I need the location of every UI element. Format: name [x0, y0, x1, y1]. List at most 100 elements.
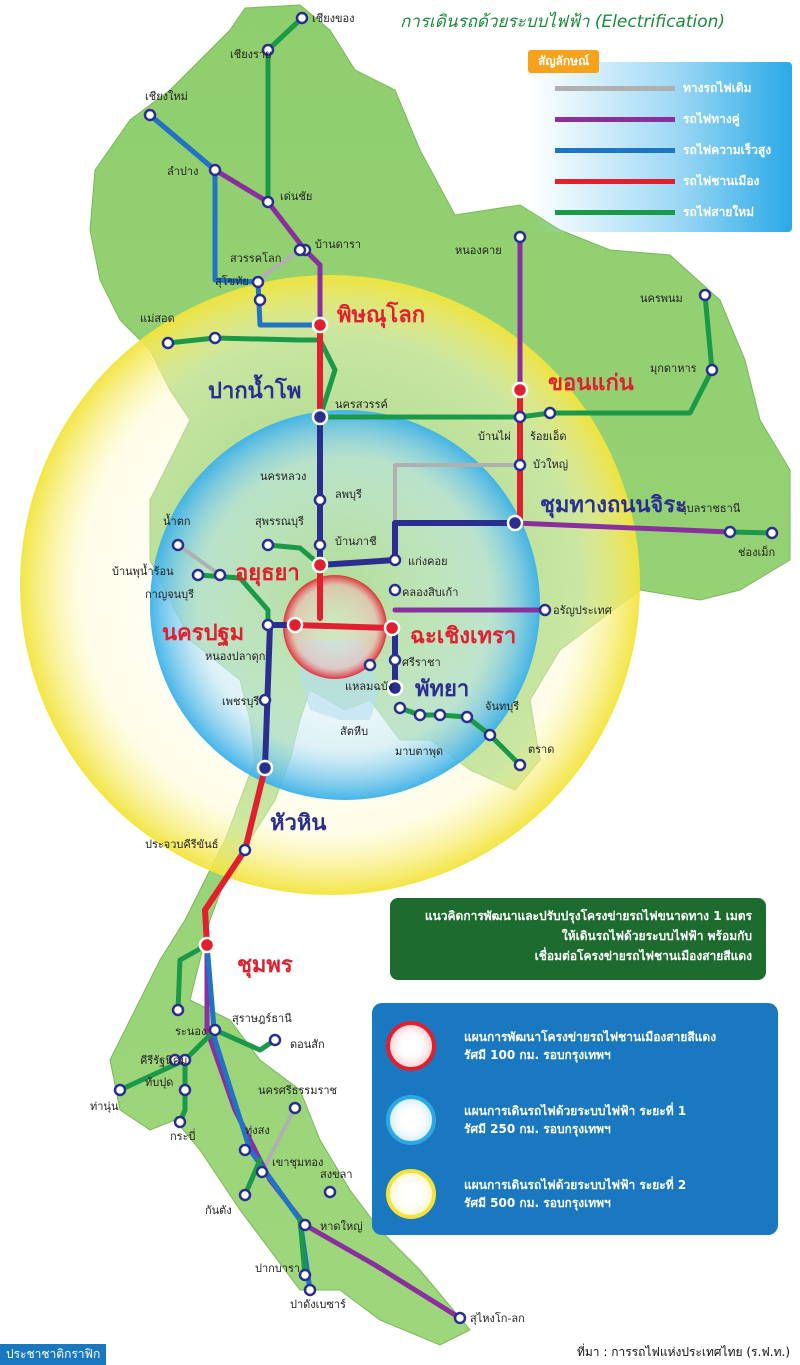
station-label: สุราษฎร์ธานี: [232, 1012, 292, 1025]
station-dot: [453, 1311, 467, 1325]
station-label: เด่นชัย: [280, 190, 312, 203]
station-label: ระนอง: [175, 1025, 206, 1038]
plan-text: แผนการเดินรถไฟด้วยระบบไฟฟ้า ระยะที่ 2 รั…: [464, 1176, 686, 1212]
station-label: ท่านุ่น: [90, 1100, 119, 1113]
station-label: สุพรรณบุรี: [255, 515, 304, 528]
station-dot: [298, 1218, 312, 1232]
credit-source: ที่มา : การรถไฟแห่งประเทศไทย (ร.ฟ.ท.): [576, 1345, 790, 1359]
station-label: อุบลราชธานี: [680, 502, 741, 515]
station-dot: [538, 603, 552, 617]
station-dot: [255, 1165, 269, 1179]
concept-line: แนวคิดการพัฒนาและปรับปรุงโครงข่ายรถไฟขนา…: [424, 909, 752, 923]
concept-box: แนวคิดการพัฒนาและปรับปรุงโครงข่ายรถไฟขนา…: [390, 898, 766, 980]
station-labels: เชียงของเชียงรายเชียงใหม่ลำปางเด่นชัยบ้า…: [90, 12, 775, 1325]
plan-circle-icon: [386, 1021, 436, 1071]
station-dot: [161, 336, 175, 350]
station-label: สวรรคโลก: [230, 251, 281, 265]
station-dot: [311, 408, 329, 426]
station-dot: [286, 616, 304, 634]
plan-circle-icon: [386, 1095, 436, 1145]
station-dot: [298, 1268, 312, 1282]
station-label: สุไหงโก-ลก: [470, 1311, 525, 1325]
station-dot: [513, 230, 527, 244]
station-label: แก่งคอย: [408, 555, 448, 568]
legend-label: รถไฟทางคู่: [683, 111, 740, 126]
plan-circle-icon: [386, 1169, 436, 1219]
station-label: หนองคาย: [455, 244, 502, 257]
station-dot: [208, 331, 222, 345]
station-dot: [113, 1083, 127, 1097]
plans-panel: แผนการพัฒนาโครงข่ายรถไฟชานเมืองสายสีแดง …: [372, 1003, 778, 1235]
plan-title: แผนการพัฒนาโครงข่ายรถไฟชานเมืองสายสีแดง: [464, 1030, 717, 1044]
line-suburban: [292, 622, 395, 631]
station-label: ดอนสัก: [290, 1038, 325, 1051]
station-dot: [311, 556, 329, 574]
station-label: ทุ่งสง: [245, 1124, 270, 1137]
station-dot: [295, 11, 309, 25]
legend-item-new-line: รถไฟสายใหม่: [555, 205, 754, 219]
station-label: ร้อยเอ็ด: [530, 429, 566, 443]
station-label: ศรีราชา: [402, 656, 441, 669]
station-label: นครพนม: [640, 292, 683, 305]
station-label: มุกดาหาร: [650, 362, 697, 375]
legend-swatch: [555, 147, 675, 153]
station-label: ทับปุด: [145, 1076, 173, 1089]
station-label: เชียงใหม่: [145, 90, 188, 103]
station-label: ตราด: [528, 743, 554, 756]
station-dot: [386, 679, 404, 697]
station-dot: [293, 243, 307, 257]
line-existing: [176, 543, 222, 577]
station-label: ฉะเชิงเทรา: [410, 624, 516, 649]
line-new: [727, 529, 775, 536]
plan-radius: รัศมี 100 กม. รอบกรุงเทพฯ: [464, 1048, 611, 1062]
station-dot: [238, 1188, 252, 1202]
station-dots: [113, 11, 779, 1325]
station-label: นครสวรรค์: [335, 398, 388, 411]
station-dot: [723, 525, 737, 539]
station-dot: [253, 293, 267, 307]
station-label: บ้านดารา: [315, 238, 361, 251]
station-label: นครปฐม: [162, 621, 244, 647]
station-dot: [393, 701, 407, 715]
line-double-track: [512, 520, 733, 535]
station-label: นครหลวง: [260, 470, 306, 483]
station-dot: [238, 843, 252, 857]
station-dot: [171, 538, 185, 552]
plan-red-line: แผนการพัฒนาโครงข่ายรถไฟชานเมืองสายสีแดง …: [386, 1013, 766, 1079]
station-label: อรัญประเทศ: [553, 604, 612, 617]
station-dot: [513, 410, 527, 424]
station-dot: [765, 526, 779, 540]
station-dot: [198, 936, 216, 954]
station-label: ปาดังเบซาร์: [290, 1298, 346, 1311]
station-label: น้ำตก: [163, 513, 191, 528]
legend-label: รถไฟชานเมือง: [683, 173, 760, 188]
station-dot: [383, 619, 401, 637]
station-label: เชียงของ: [312, 12, 355, 25]
plan-radius: รัศมี 250 กม. รอบกรุงเทพฯ: [464, 1122, 611, 1136]
station-label: เชียงราย: [230, 48, 272, 61]
station-dot: [413, 708, 427, 722]
station-label: ปากบารา: [255, 1262, 300, 1275]
station-label: เขาชุมทอง: [272, 1156, 323, 1169]
station-dot: [171, 1003, 185, 1017]
station-dot: [511, 381, 529, 399]
station-label: บัวใหญ่: [533, 458, 568, 471]
station-dot: [483, 728, 497, 742]
station-label: ช่องเม็ก: [738, 545, 775, 559]
station-dot: [213, 568, 227, 582]
line-high-speed: [147, 112, 323, 328]
station-dot: [388, 653, 402, 667]
station-label: หนองปลาดุก: [205, 650, 265, 663]
station-label: จันทบุรี: [485, 700, 519, 713]
station-dot: [258, 693, 272, 707]
station-label: ปากน้ำโพ: [208, 374, 301, 404]
station-label: ประจวบคีรีขันธ์: [145, 838, 218, 851]
station-label: คลองสิบเก้า: [402, 586, 458, 599]
station-label: คีรีรัฐนิคม: [140, 1054, 187, 1067]
legend-label: รถไฟสายใหม่: [683, 204, 755, 219]
station-dot: [168, 1053, 182, 1067]
line-new: [175, 942, 210, 1013]
station-dot: [178, 1083, 192, 1097]
station-dot: [543, 406, 557, 420]
